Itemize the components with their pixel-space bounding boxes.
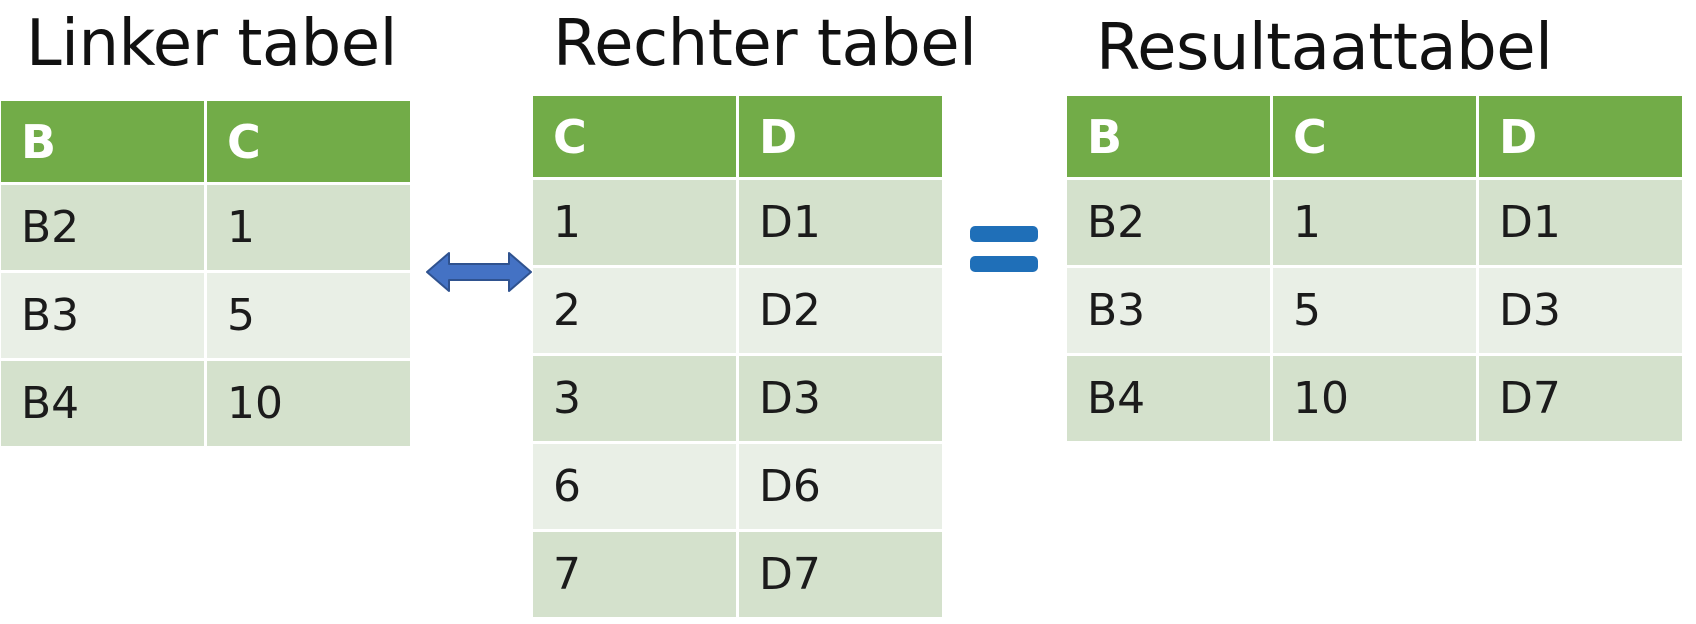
- equals-sign-icon: [970, 226, 1038, 272]
- column-header: D: [1479, 96, 1682, 177]
- column-header: B: [1, 101, 204, 182]
- column-header: C: [1273, 96, 1476, 177]
- table-row: 7 D7: [533, 532, 942, 617]
- table-cell: B2: [1067, 180, 1270, 265]
- table-cell: D7: [1479, 356, 1682, 441]
- column-header: D: [739, 96, 942, 177]
- table-cell: 2: [533, 268, 736, 353]
- table-cell: D2: [739, 268, 942, 353]
- table-header-row: B C: [1, 101, 410, 182]
- double-headed-arrow-icon: [426, 252, 532, 292]
- table-cell: B3: [1, 273, 204, 358]
- column-header: B: [1067, 96, 1270, 177]
- table-cell: 5: [207, 273, 410, 358]
- table-row: B2 1 D1: [1067, 180, 1682, 265]
- table-header-row: B C D: [1067, 96, 1682, 177]
- table-cell: 1: [533, 180, 736, 265]
- table-row: 1 D1: [533, 180, 942, 265]
- right-table-title: Rechter tabel: [553, 7, 977, 81]
- table-cell: 10: [207, 361, 410, 446]
- table-row: B3 5 D3: [1067, 268, 1682, 353]
- table-row: 6 D6: [533, 444, 942, 529]
- table-cell: 7: [533, 532, 736, 617]
- table-cell: B4: [1, 361, 204, 446]
- table-header-row: C D: [533, 96, 942, 177]
- table-row: B4 10: [1, 361, 410, 446]
- table-cell: 1: [1273, 180, 1476, 265]
- result-table-title: Resultaattabel: [1096, 11, 1553, 85]
- result-table: B C D B2 1 D1 B3 5 D3 B4 10 D7: [1064, 93, 1685, 444]
- table-cell: 6: [533, 444, 736, 529]
- table-cell: B4: [1067, 356, 1270, 441]
- right-table: C D 1 D1 2 D2 3 D3 6 D6 7 D7: [530, 93, 945, 620]
- table-row: B4 10 D7: [1067, 356, 1682, 441]
- table-cell: 5: [1273, 268, 1476, 353]
- table-cell: B2: [1, 185, 204, 270]
- table-cell: B3: [1067, 268, 1270, 353]
- column-header: C: [207, 101, 410, 182]
- table-row: B3 5: [1, 273, 410, 358]
- left-table-title: Linker tabel: [26, 7, 397, 81]
- table-cell: D1: [739, 180, 942, 265]
- column-header: C: [533, 96, 736, 177]
- table-cell: 3: [533, 356, 736, 441]
- table-cell: D1: [1479, 180, 1682, 265]
- table-row: 3 D3: [533, 356, 942, 441]
- table-cell: 10: [1273, 356, 1476, 441]
- left-table: B C B2 1 B3 5 B4 10: [0, 98, 413, 449]
- table-cell: D3: [739, 356, 942, 441]
- table-row: B2 1: [1, 185, 410, 270]
- table-cell: D7: [739, 532, 942, 617]
- table-cell: 1: [207, 185, 410, 270]
- table-cell: D3: [1479, 268, 1682, 353]
- table-cell: D6: [739, 444, 942, 529]
- table-row: 2 D2: [533, 268, 942, 353]
